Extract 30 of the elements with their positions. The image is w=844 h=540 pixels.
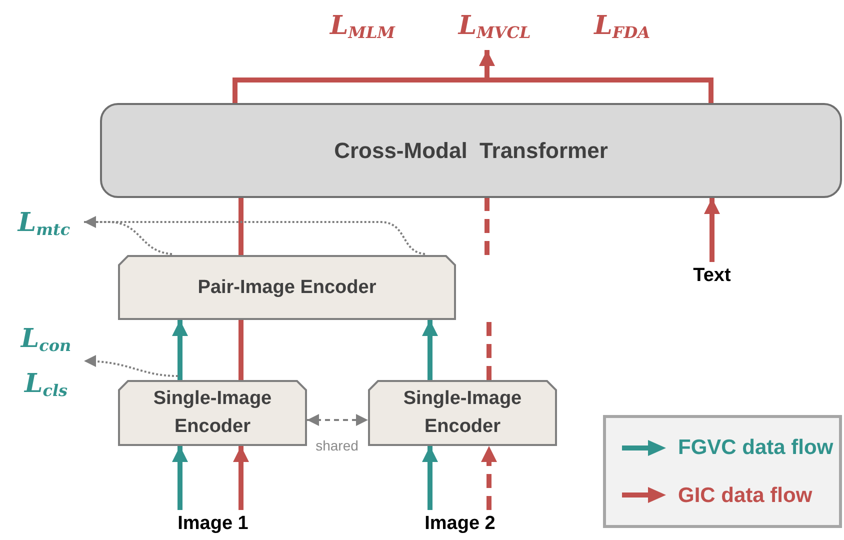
encoder-box: [118, 380, 307, 446]
loss-label: L$_{cls}$: [24, 370, 68, 396]
box-title: Single-Image Encoder: [152, 387, 273, 439]
transformer-box: [100, 103, 842, 198]
input-label: Image 1: [163, 510, 263, 538]
input-label: Image 2: [410, 510, 510, 538]
flow-arrow: [422, 446, 438, 510]
flow-arrow: [232, 50, 714, 106]
flow-arrow: [422, 320, 438, 380]
loss-label: L$_{MVCL}$: [458, 13, 531, 39]
encoder-box: [368, 380, 557, 446]
flow-arrow: [481, 446, 497, 510]
dotted-arrow: [84, 355, 178, 377]
dotted-arrow: [83, 216, 426, 255]
box-title: Cross-Modal Transformer: [334, 137, 608, 165]
dotted-arrow: [307, 414, 368, 426]
flow-arrow: [233, 446, 249, 510]
legend-text: GIC data flow: [678, 482, 812, 508]
flow-arrow: [172, 446, 188, 510]
flow-arrow: [704, 198, 720, 262]
loss-label: L$_{con}$: [20, 326, 72, 352]
box-title: Pair-Image Encoder: [196, 276, 378, 300]
loss-label: L$_{MLM}$: [330, 13, 395, 39]
loss-label: L$_{FDA}$: [594, 13, 650, 39]
legend-text: FGVC data flow: [678, 435, 834, 461]
encoder-box: [118, 255, 456, 320]
input-label: Text: [682, 262, 742, 290]
box-title: Single-Image Encoder: [402, 387, 523, 439]
loss-label: L$_{mtc}$: [18, 210, 70, 236]
flow-arrow: [172, 320, 188, 380]
